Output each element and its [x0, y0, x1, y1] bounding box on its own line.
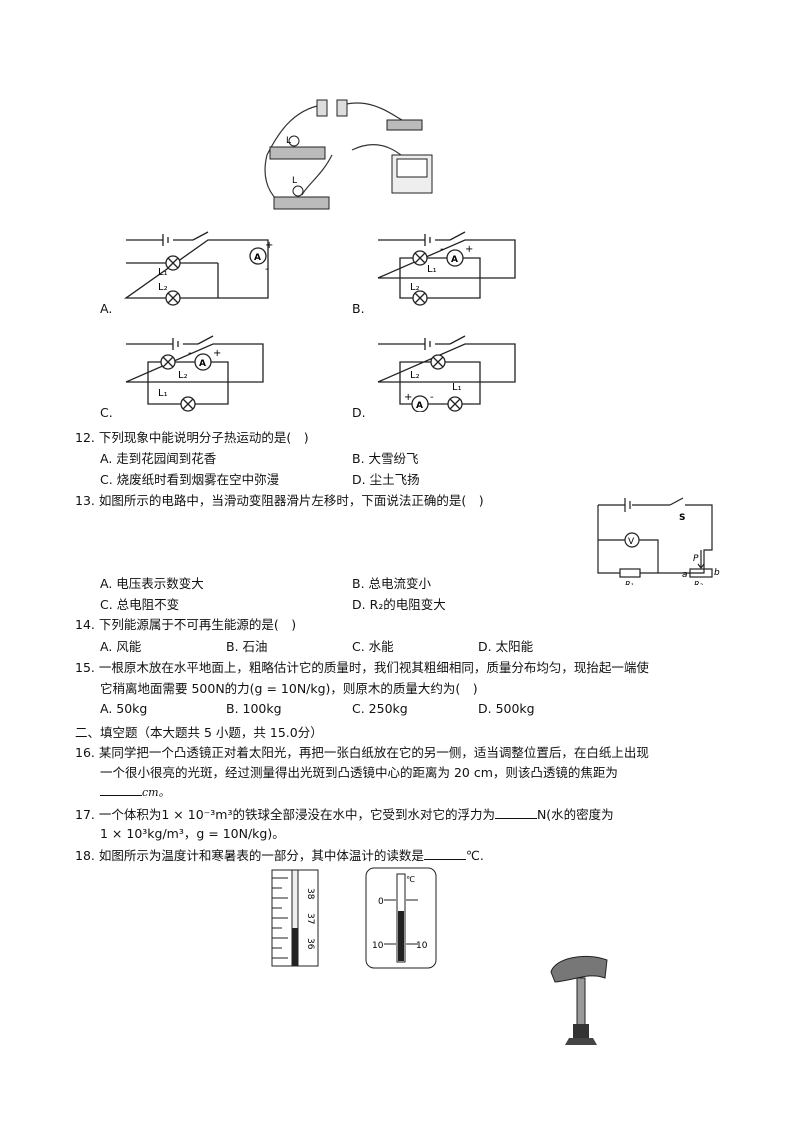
option-label-c: C. [100, 405, 113, 420]
question-stem-line1: 某同学把一个凸透镜正对着太阳光，再把一张白纸放在它的另一侧，适当调整位置后，在白… [98, 745, 649, 760]
tick-10-left: 10 [372, 941, 384, 951]
q13-option-c: C. 总电阻不变 [100, 597, 180, 612]
r2-label: R₂ [694, 580, 704, 585]
question-stem-line1: 一个体积为1 × 10⁻³m³的铁球全部浸没在水中，它受到水对它的浮力为 [98, 807, 495, 822]
svg-text:-: - [188, 348, 192, 359]
q14-option-d: D. 太阳能 [478, 639, 534, 654]
svg-text:L₁: L₁ [158, 388, 168, 399]
svg-text:L₂: L₂ [410, 282, 420, 293]
q14-option-b: B. 石油 [226, 639, 268, 654]
voltmeter-label: V [628, 537, 635, 547]
clinical-thermometer-image: 38 37 36 [271, 869, 319, 967]
q16-stem-line2: 一个很小很亮的光斑，经过测量得出光斑到凸透镜中心的距离为 20 cm，则该凸透镜… [100, 765, 618, 780]
circuit-diagram-a: A + - L₁ L₂ [123, 231, 273, 306]
q12-option-c: C. 烧废纸时看到烟雾在空中弥漫 [100, 472, 280, 487]
tick-36: 36 [305, 938, 315, 950]
question-number: 14. [75, 617, 95, 632]
svg-text:L₁: L₁ [158, 267, 168, 278]
wall-thermometer-image: ℃ 0 10 10 [365, 867, 437, 969]
slider-label: P [693, 554, 699, 564]
question-12: 12. 下列现象中能说明分子热运动的是( ) [75, 427, 309, 446]
question-15: 15. 一根原木放在水平地面上，粗略估计它的质量时，我们视其粗细相同，质量分布均… [75, 657, 649, 676]
end-b-label: b [714, 568, 720, 578]
svg-text:L₁: L₁ [427, 264, 437, 275]
question-stem: 下列能源属于不可再生能源的是( ) [98, 617, 297, 632]
q14-option-c: C. 水能 [352, 639, 394, 654]
svg-text:L₂: L₂ [158, 282, 168, 293]
end-a-label: a [682, 570, 688, 580]
question-stem: 下列现象中能说明分子热运动的是( ) [98, 430, 309, 445]
unit-text: cm。 [142, 786, 170, 799]
answer-blank[interactable] [494, 818, 537, 819]
question-18: 18. 如图所示为温度计和寒暑表的一部分，其中体温计的读数是 ℃. [75, 845, 484, 864]
circuit-diagram-d: A + - L₂ L₁ [377, 335, 516, 412]
option-label-b: B. [352, 301, 365, 316]
question-stem: 如图所示为温度计和寒暑表的一部分，其中体温计的读数是 [98, 848, 424, 863]
tick-10-right: 10 [416, 941, 428, 951]
q14-option-a: A. 风能 [100, 639, 142, 654]
question-17: 17. 一个体积为1 × 10⁻³m³的铁球全部浸没在水中，它受到水对它的浮力为… [75, 804, 614, 823]
q12-option-b: B. 大雪纷飞 [352, 451, 419, 466]
q16-answer-line: cm。 [100, 784, 170, 800]
option-label-a: A. [100, 301, 113, 316]
circuit-diagram-c: A- + L₂ L₁ [125, 335, 264, 412]
tick-37: 37 [305, 913, 315, 924]
q15-option-c: C. 250kg [352, 701, 408, 716]
svg-text:-: - [265, 264, 269, 275]
question-number: 18. [75, 848, 95, 863]
section-heading: 二、填空题（本大题共 5 小题，共 15.0分） [75, 725, 323, 740]
q12-option-a: A. 走到花园闻到花香 [100, 451, 217, 466]
circuit-diagram-b: A- + L₁ L₂ [377, 231, 516, 306]
q15-stem-line2: 它稍离地面需要 500N的力(g = 10N/kg)，则原木的质量大约为( ) [100, 681, 478, 696]
svg-text:+: + [213, 348, 221, 359]
r1-label: R₁ [625, 580, 634, 585]
q13-option-b: B. 总电流变小 [352, 576, 432, 591]
question-16: 16. 某同学把一个凸透镜正对着太阳光，再把一张白纸放在它的另一侧，适当调整位置… [75, 742, 649, 761]
switch-label: S [679, 513, 685, 523]
question-number: 12. [75, 430, 95, 445]
q15-option-a: A. 50kg [100, 701, 148, 716]
answer-blank[interactable] [100, 795, 142, 796]
svg-text:+: + [265, 240, 273, 251]
unit-text: ℃. [465, 848, 484, 863]
svg-text:+: + [465, 244, 473, 255]
question-number: 13. [75, 493, 95, 508]
answer-blank[interactable] [423, 859, 466, 860]
question-stem-line1: 一根原木放在水平地面上，粗略估计它的质量时，我们视其粗细相同，质量分布均匀，现抬… [98, 660, 649, 675]
svg-text:L₁: L₁ [452, 382, 462, 393]
circuit-apparatus-image: LL [264, 99, 433, 210]
svg-text:-: - [430, 392, 434, 403]
question-number: 15. [75, 660, 95, 675]
q15-option-d: D. 500kg [478, 701, 535, 716]
svg-text:A: A [199, 359, 206, 369]
svg-text:-: - [440, 244, 444, 255]
tick-0: 0 [378, 897, 384, 907]
svg-text:L₂: L₂ [410, 370, 420, 381]
alcohol-burner-image [550, 955, 608, 1045]
option-label-d: D. [352, 405, 366, 420]
svg-text:L₂: L₂ [178, 370, 188, 381]
tick-38: 38 [305, 888, 315, 900]
q17-stem-line2: 1 × 10³kg/m³，g = 10N/kg)。 [100, 826, 285, 841]
svg-text:L: L [292, 176, 297, 186]
question-stem: 如图所示的电路中，当滑动变阻器滑片左移时，下面说法正确的是( ) [98, 493, 484, 508]
q13-circuit-diagram: V S P a b R₁ R₂ [597, 497, 720, 585]
question-number: 17. [75, 807, 95, 822]
q12-option-d: D. 尘土飞扬 [352, 472, 420, 487]
q13-option-d: D. R₂的电阻变大 [352, 597, 446, 612]
svg-text:A: A [451, 255, 458, 265]
svg-text:+: + [404, 392, 412, 403]
question-number: 16. [75, 745, 95, 760]
question-stem-line1-end: N(水的密度为 [536, 807, 614, 822]
q13-option-a: A. 电压表示数变大 [100, 576, 204, 591]
question-13: 13. 如图所示的电路中，当滑动变阻器滑片左移时，下面说法正确的是( ) [75, 490, 484, 509]
q15-option-b: B. 100kg [226, 701, 282, 716]
svg-text:A: A [254, 253, 261, 263]
question-14: 14. 下列能源属于不可再生能源的是( ) [75, 614, 296, 633]
svg-text:A: A [416, 401, 423, 411]
celsius-label: ℃ [406, 875, 415, 884]
svg-text:L: L [286, 136, 291, 146]
